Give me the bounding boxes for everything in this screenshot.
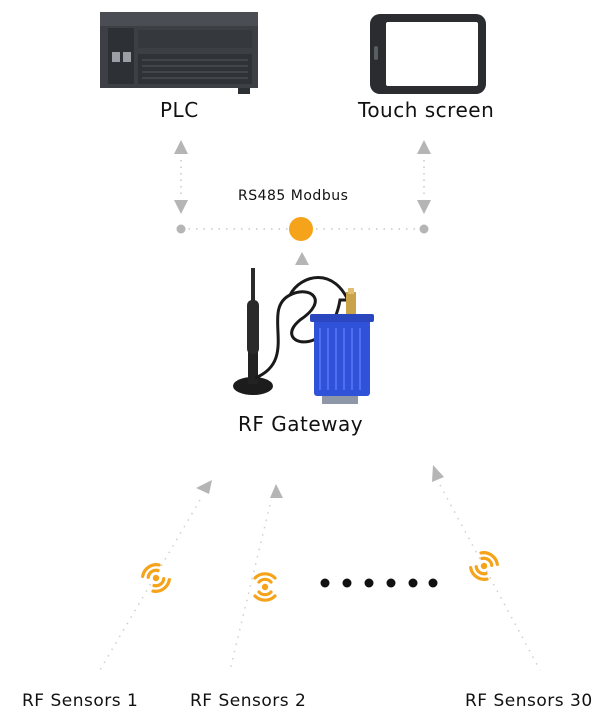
plc-label: PLC xyxy=(160,98,199,122)
arrow-sensor1 xyxy=(196,480,212,494)
wireless-signal-icon xyxy=(141,563,171,593)
wireless-signal-icon xyxy=(253,572,277,602)
link-sensor1 xyxy=(99,499,201,671)
arrow-down-plc xyxy=(174,200,188,214)
sensor-dotted-links xyxy=(99,484,541,671)
bus-end-left xyxy=(176,224,186,234)
rf-gateway-device-icon xyxy=(310,288,374,404)
rf-sensor-1-label: RF Sensors 1 xyxy=(22,691,139,711)
tablet-screen-icon xyxy=(370,14,486,94)
arrow-sensor30 xyxy=(432,465,444,482)
link-sensor30 xyxy=(439,484,541,671)
plc-device-icon xyxy=(100,12,258,94)
touch-link-arrows xyxy=(417,140,431,214)
bus-end-right xyxy=(419,224,429,234)
arrow-up-plc xyxy=(174,140,188,154)
rf-gateway-label: RF Gateway xyxy=(238,412,364,436)
arrow-up-touch xyxy=(417,140,431,154)
rf-sensor-2-label: RF Sensors 2 xyxy=(190,691,307,711)
rf-sensor-30-label: RF Sensors 30 xyxy=(465,691,593,711)
rs485-bus xyxy=(176,217,429,265)
arrow-down-touch xyxy=(417,200,431,214)
bus-hub-dot xyxy=(289,217,313,241)
antenna-icon xyxy=(233,268,352,395)
touch-screen-label: Touch screen xyxy=(358,98,495,122)
arrow-sensor2 xyxy=(270,484,283,498)
rs485-bus-label: RS485 Modbus xyxy=(238,188,349,204)
sensor-uplink-arrows xyxy=(196,465,444,498)
wireless-signal-icon xyxy=(469,551,499,581)
plc-link-arrows xyxy=(174,140,188,214)
sensor-ellipsis xyxy=(320,578,438,588)
arrow-up-gateway xyxy=(295,252,309,265)
